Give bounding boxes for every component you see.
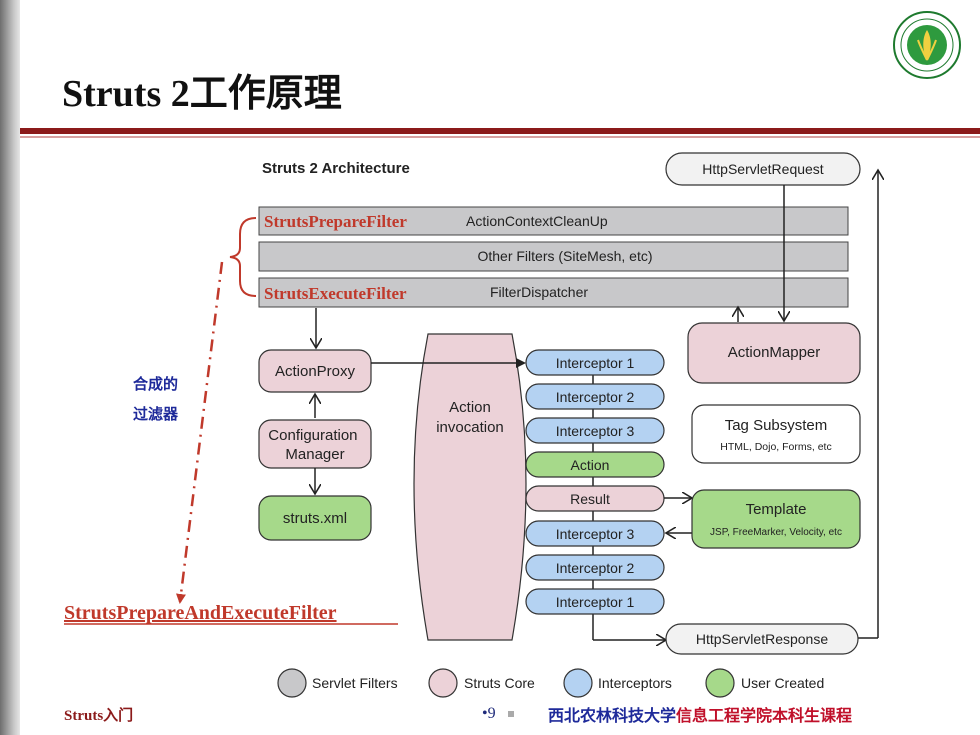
legend-swatch-servlet-filters xyxy=(277,668,307,698)
filter-stack: StrutsPrepareFilter ActionContextCleanUp… xyxy=(258,206,849,308)
interceptor-out-3: Interceptor 3 xyxy=(525,520,665,547)
action-mapper-label: ActionMapper xyxy=(728,344,821,361)
title-divider xyxy=(20,128,980,134)
action-proxy-node: ActionProxy xyxy=(258,349,372,393)
interceptor-in-1-label: Interceptor 1 xyxy=(556,355,635,371)
other-filters-label: Other Filters (SiteMesh, etc) xyxy=(477,248,652,264)
action-invocation-node: Action invocation xyxy=(413,333,527,641)
diagram-title: Struts 2 Architecture xyxy=(262,160,410,177)
http-response-node: HttpServletResponse xyxy=(665,623,859,655)
configuration-manager-label: Configuration xyxy=(268,427,357,444)
svg-text:Configuration Manager: Configuration Manager xyxy=(268,427,361,463)
interceptor-out-2-label: Interceptor 2 xyxy=(556,560,635,576)
legend-swatch-interceptors xyxy=(563,668,593,698)
interceptor-out-1-label: Interceptor 1 xyxy=(556,594,635,610)
annotation-line-1: 合成的 xyxy=(132,375,178,393)
configuration-manager-node: Configuration Manager xyxy=(258,419,372,469)
tag-subsystem-sub: HTML, Dojo, Forms, etc xyxy=(720,441,831,453)
legend: Servlet Filters Struts Core Interceptors… xyxy=(277,668,824,698)
title-divider-thin xyxy=(20,136,980,138)
legend-label-struts-core: Struts Core xyxy=(464,675,535,691)
interceptor-in-3: Interceptor 3 xyxy=(525,417,665,444)
page-number: •9 xyxy=(482,705,496,722)
interceptor-in-2: Interceptor 2 xyxy=(525,383,665,410)
interceptor-out-1: Interceptor 1 xyxy=(525,588,665,615)
template-sub: JSP, FreeMarker, Velocity, etc xyxy=(710,527,842,538)
http-request-label: HttpServletRequest xyxy=(702,161,824,177)
legend-swatch-user-created xyxy=(705,668,735,698)
interceptor-in-2-label: Interceptor 2 xyxy=(556,389,635,405)
execute-filter-label: StrutsExecuteFilter xyxy=(264,284,407,303)
result-label: Result xyxy=(570,491,610,507)
template-title: Template xyxy=(746,501,807,518)
left-gradient-bar xyxy=(0,0,20,735)
university-logo xyxy=(893,11,961,79)
footer-university: 西北农林科技大学 xyxy=(548,706,677,725)
filter-bar-other xyxy=(258,241,849,272)
interceptor-out-2: Interceptor 2 xyxy=(525,554,665,581)
interceptor-out-3-label: Interceptor 3 xyxy=(556,526,635,542)
action-label: Action xyxy=(571,457,610,473)
annotation-dashed-arrow xyxy=(176,261,224,604)
interceptor-in-3-label: Interceptor 3 xyxy=(556,423,635,439)
legend-label-servlet-filters: Servlet Filters xyxy=(312,675,398,691)
dispatcher-filter-label: FilterDispatcher xyxy=(490,284,588,300)
template-node: Template JSP, FreeMarker, Velocity, etc xyxy=(691,489,861,549)
http-response-label: HttpServletResponse xyxy=(696,631,829,647)
filter-bar-execute xyxy=(258,277,849,308)
result-node: Result xyxy=(525,485,665,512)
action-invocation-label-line2: invocation xyxy=(436,419,504,436)
legend-label-user-created: User Created xyxy=(741,675,824,691)
footer-dot xyxy=(508,711,514,717)
tag-subsystem-title: Tag Subsystem xyxy=(725,417,828,434)
interceptor-in-1: Interceptor 1 xyxy=(525,349,665,376)
footer-department: 信息工程学院本科生课程 xyxy=(676,706,853,725)
http-request-node: HttpServletRequest xyxy=(665,152,861,186)
action-node: Action xyxy=(525,451,665,478)
combined-filter-label: StrutsPrepareAndExecuteFilter xyxy=(64,602,337,624)
footer-course-label: Struts入门 xyxy=(64,708,134,724)
slide-title: Struts 2工作原理 xyxy=(62,73,342,115)
legend-label-interceptors: Interceptors xyxy=(598,675,672,691)
tag-subsystem-node: Tag Subsystem HTML, Dojo, Forms, etc xyxy=(691,404,861,464)
filter-bar-prepare xyxy=(258,206,849,236)
cleanup-filter-label: ActionContextCleanUp xyxy=(466,213,608,229)
prepare-filter-label: StrutsPrepareFilter xyxy=(264,212,407,231)
struts-xml-node: struts.xml xyxy=(258,495,372,541)
action-invocation-label-line1: Action xyxy=(449,399,491,416)
action-invocation-label: Action invocation xyxy=(436,399,504,436)
action-proxy-label: ActionProxy xyxy=(275,363,356,380)
filter-brace xyxy=(229,217,257,297)
footer-org: 西北农林科技大学信息工程学院本科生课程 xyxy=(548,702,852,726)
configuration-manager-label-line2: Manager xyxy=(285,446,344,463)
struts-xml-label: struts.xml xyxy=(283,510,347,527)
action-mapper-node: ActionMapper xyxy=(687,322,861,384)
legend-swatch-struts-core xyxy=(428,668,458,698)
annotation-line-2: 过滤器 xyxy=(133,405,179,423)
